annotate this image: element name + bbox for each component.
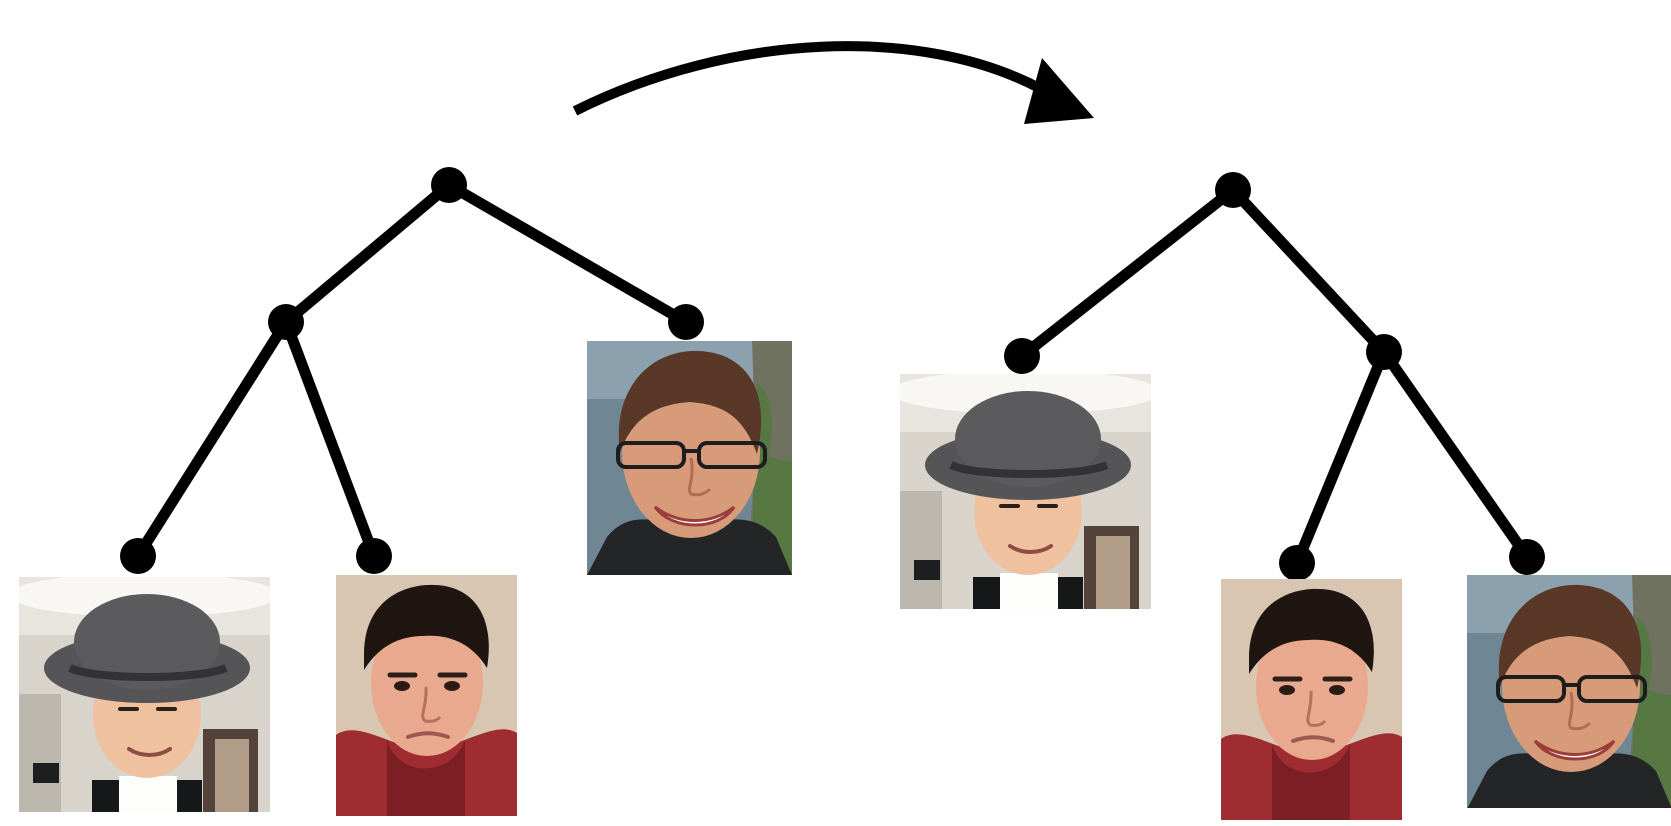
after-tree [1004, 172, 1545, 581]
before-edge-root-glasses [443, 179, 692, 328]
after-glasses-node [1509, 539, 1545, 575]
after-inner-node [1366, 334, 1402, 370]
after-hat-node [1004, 338, 1040, 374]
before-hat-node [120, 538, 156, 574]
before-root-node [431, 167, 467, 203]
after-photo-red-hoodie [1221, 579, 1402, 820]
after-edge-root-hat [1016, 184, 1239, 362]
rotation-arrow [572, 41, 1094, 124]
after-root-node [1215, 172, 1251, 208]
before-edge-root-inner [280, 179, 455, 328]
after-photo-hat [890, 370, 1160, 609]
rotation-arrowhead [1024, 58, 1094, 124]
after-red-node [1279, 545, 1315, 581]
after-photo-glasses [1467, 575, 1671, 808]
rotation-arrow-curve [572, 41, 1044, 116]
before-edge-inner-red [280, 316, 380, 562]
before-photo-red-hoodie [336, 575, 517, 816]
before-photo-hat [9, 573, 279, 812]
after-edge-root-inner [1227, 184, 1390, 358]
after-edge-inner-red [1291, 346, 1390, 569]
after-edge-inner-glasses [1378, 346, 1533, 563]
before-inner-node [268, 304, 304, 340]
before-photo-glasses [587, 341, 792, 575]
before-tree [120, 167, 704, 574]
before-edge-inner-hat [132, 316, 292, 562]
before-red-node [356, 538, 392, 574]
before-glasses-node [668, 304, 704, 340]
